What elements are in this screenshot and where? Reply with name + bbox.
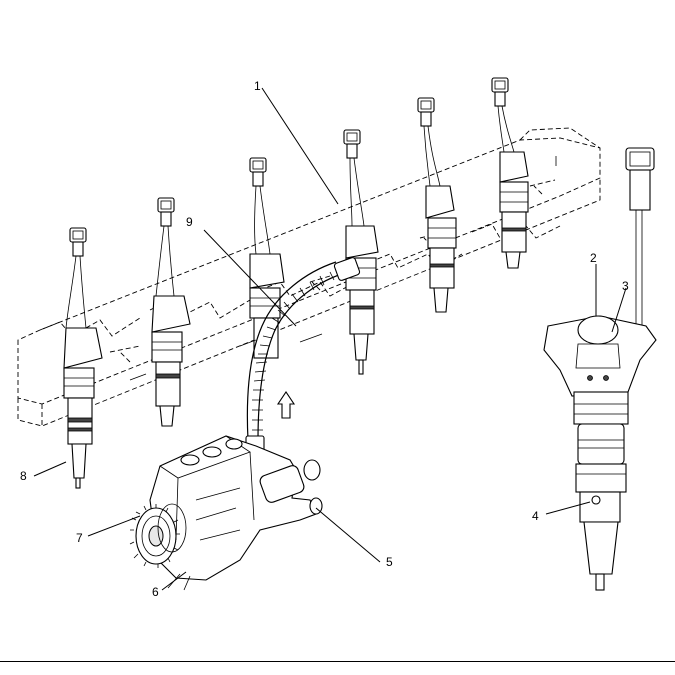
callout-2: 2 bbox=[590, 251, 597, 265]
callout-9: 9 bbox=[186, 215, 193, 229]
injector-detail bbox=[543, 147, 657, 591]
injector-2 bbox=[151, 197, 191, 427]
fuel-pump bbox=[129, 435, 323, 591]
injector-3 bbox=[249, 157, 285, 359]
flow-arrows bbox=[129, 156, 557, 419]
callout-4: 4 bbox=[532, 509, 539, 523]
bottom-rule bbox=[0, 661, 675, 662]
drive-gear bbox=[129, 503, 187, 568]
callout-3: 3 bbox=[622, 279, 629, 293]
callout-5: 5 bbox=[386, 555, 393, 569]
injector-6 bbox=[491, 77, 529, 269]
callouts: 1 2 3 4 5 6 7 8 9 bbox=[20, 79, 629, 599]
callout-7: 7 bbox=[76, 531, 83, 545]
injector-4 bbox=[343, 129, 379, 375]
callout-6: 6 bbox=[152, 585, 159, 599]
injector-1 bbox=[63, 227, 103, 489]
callout-1: 1 bbox=[254, 79, 261, 93]
callout-8: 8 bbox=[20, 469, 27, 483]
injector-5 bbox=[417, 97, 457, 313]
leader-lines bbox=[33, 87, 627, 591]
